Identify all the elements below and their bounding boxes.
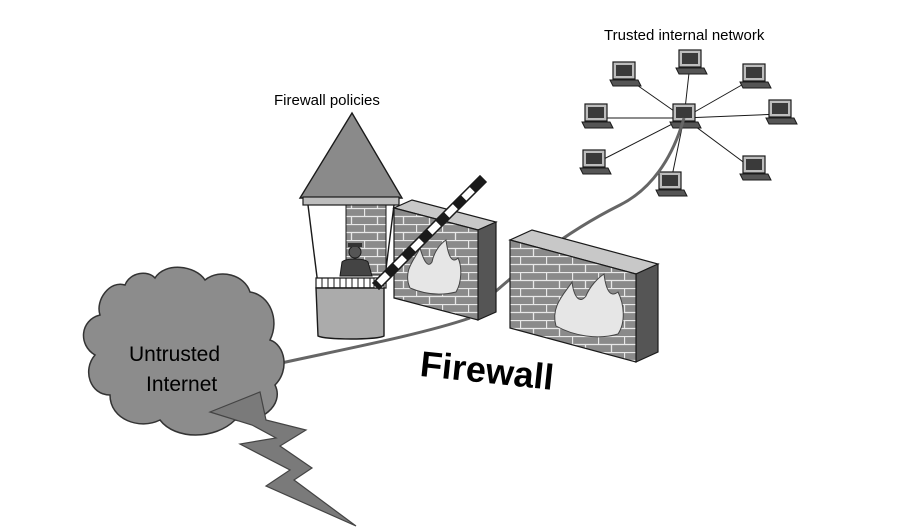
computer-icon (675, 49, 708, 75)
network-link (683, 113, 781, 119)
internet-link (271, 316, 471, 367)
untrusted-internet-label-line1: Untrusted (129, 343, 220, 366)
network-hub-icon (669, 103, 702, 129)
firewall-label: Firewall (418, 343, 556, 398)
guard-tower-icon (298, 111, 404, 340)
network-link (593, 117, 685, 165)
computer-icon (739, 63, 772, 89)
computer-icon (581, 103, 614, 129)
guard-icon (339, 243, 373, 277)
computer-icon (655, 171, 688, 197)
computer-icon (739, 155, 772, 181)
brick-wall-icon (508, 229, 660, 363)
trusted-network-label: Trusted internal network (604, 27, 765, 44)
firewall-policies-label: Firewall policies (274, 92, 380, 109)
computer-icon (579, 149, 612, 175)
flame-icon (554, 273, 624, 338)
lightning-bolt-icon (208, 391, 357, 527)
computer-icon (765, 99, 798, 125)
computer-icon (609, 61, 642, 87)
barrier-gate-icon (371, 174, 488, 291)
trusted-network (579, 49, 798, 197)
untrusted-internet-label-line2: Internet (146, 373, 217, 396)
